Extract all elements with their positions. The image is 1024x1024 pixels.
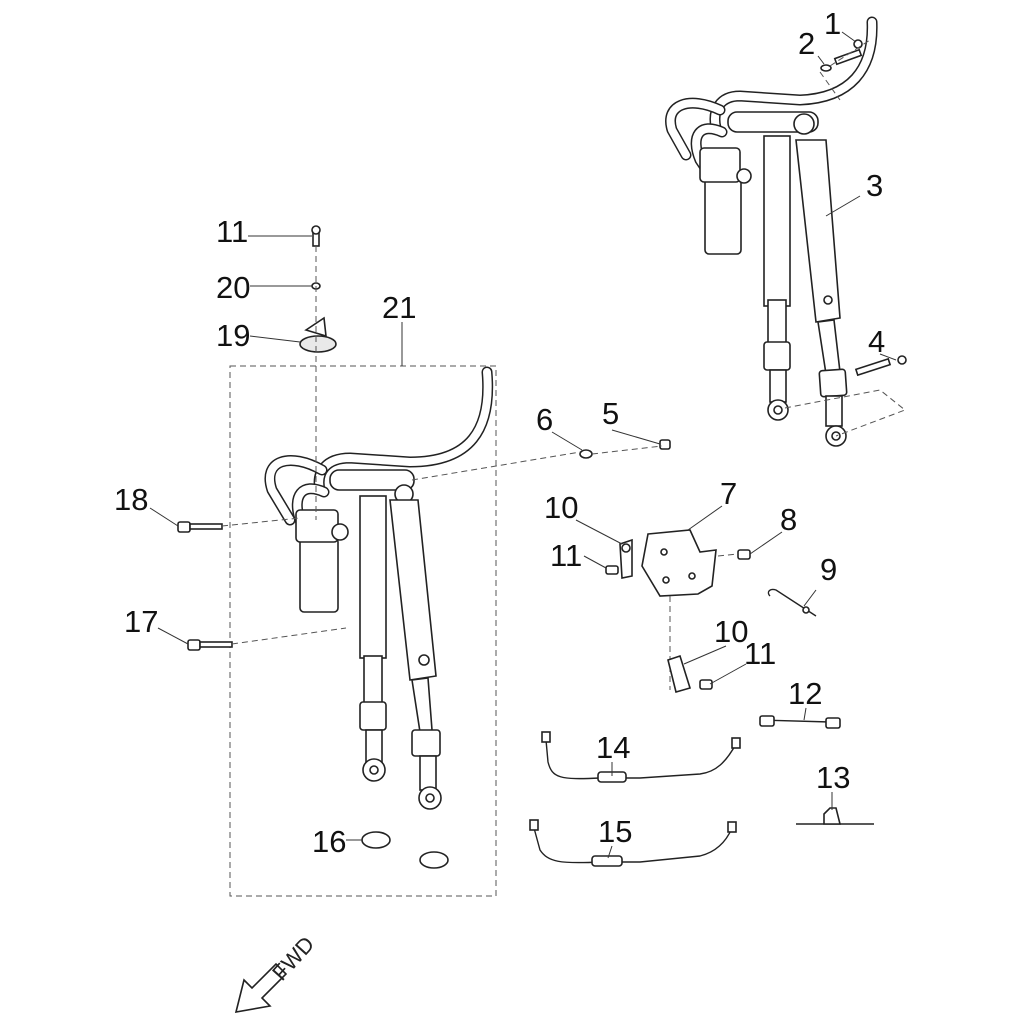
- callout-10-upper: 10: [544, 490, 578, 525]
- bolt-4: [854, 355, 907, 377]
- callout-5: 5: [602, 396, 619, 431]
- leader-lines: [149, 31, 897, 859]
- clamp-19: [299, 316, 337, 353]
- pin-9: [767, 588, 817, 617]
- harness-12: [759, 715, 841, 729]
- callout-11-lower: 11: [744, 636, 776, 671]
- callout-14: 14: [596, 730, 630, 765]
- clip-13: [796, 807, 874, 825]
- shock-kit-21: [177, 365, 671, 897]
- forward-direction-indicator: FWD: [234, 931, 319, 1014]
- callout-18: 18: [114, 482, 148, 517]
- callout-4: 4: [868, 324, 885, 359]
- callout-11-bracket: 11: [550, 538, 582, 573]
- callout-labels: 1 2 3 4 5 6 7 8 9 10 11 10 11 12 13 14 1…: [114, 6, 885, 859]
- nut-5: [659, 439, 671, 450]
- upper-assembly: [665, 16, 907, 447]
- bracket-7: [605, 529, 751, 693]
- callout-2: 2: [798, 26, 815, 61]
- bolt-17: [187, 639, 233, 651]
- callout-3: 3: [866, 168, 883, 203]
- callout-9: 9: [820, 552, 837, 587]
- bolt-18: [177, 521, 223, 533]
- callout-15: 15: [598, 814, 632, 849]
- callout-12: 12: [788, 676, 822, 711]
- fwd-arrow-icon: [234, 962, 288, 1014]
- callout-10-lower: 10: [714, 614, 748, 649]
- washer-2: [820, 64, 832, 72]
- o-ring-16b: [419, 851, 449, 869]
- callout-11-top: 11: [216, 214, 248, 249]
- cable-14: [541, 731, 741, 783]
- kit-outline: [229, 365, 497, 897]
- callout-6: 6: [536, 402, 553, 437]
- callout-16: 16: [312, 824, 346, 859]
- callout-8: 8: [780, 502, 797, 537]
- bolt-11-bracket: [605, 565, 619, 575]
- cable-15: [529, 819, 737, 867]
- bolt-11-lower: [699, 679, 713, 690]
- callout-13: 13: [816, 760, 850, 795]
- callout-1: 1: [824, 6, 841, 41]
- callout-7: 7: [720, 476, 737, 511]
- o-ring-16a: [361, 831, 391, 849]
- callout-21: 21: [382, 290, 416, 325]
- callout-20: 20: [216, 270, 250, 305]
- washer-6: [579, 449, 593, 459]
- callout-17: 17: [124, 604, 158, 639]
- callout-19: 19: [216, 318, 250, 353]
- clip-10b: [667, 654, 692, 693]
- bolt-8: [737, 549, 751, 560]
